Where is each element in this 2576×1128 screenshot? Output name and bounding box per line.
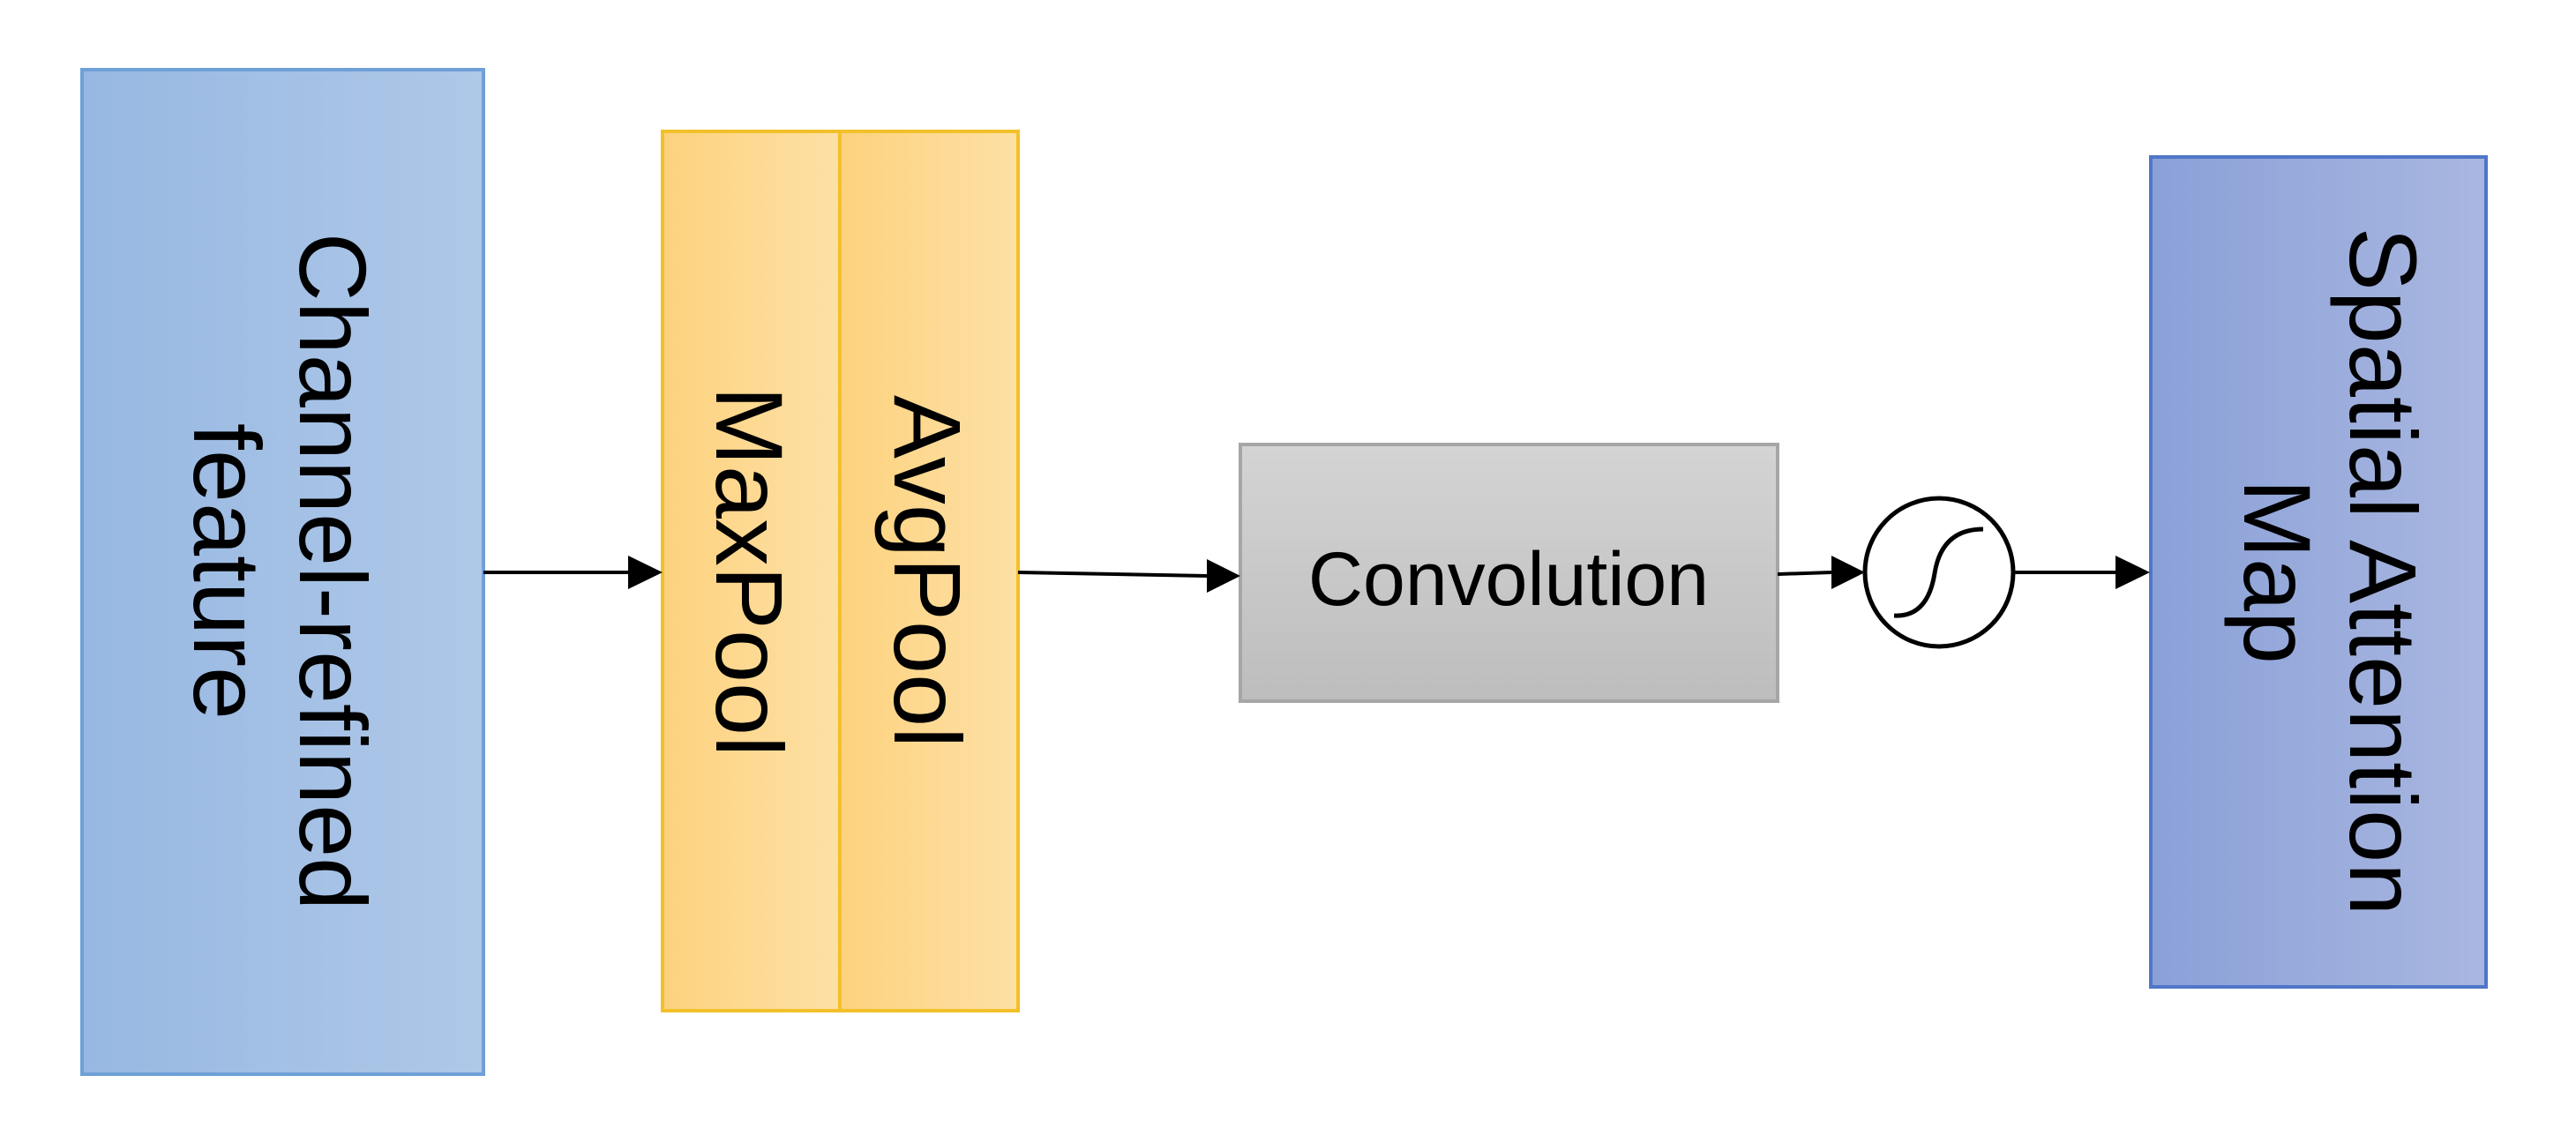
avgpool-node: AvgPool <box>838 130 1020 1012</box>
input-feature-node: Channel-refined feature <box>80 68 485 1076</box>
arrow-conv-to-sigmoid <box>1777 556 1865 589</box>
input-feature-label-line2: feature <box>174 423 281 720</box>
arrow-pool-to-conv <box>1017 559 1240 593</box>
avgpool-box <box>838 130 1020 1012</box>
convolution-box <box>1239 443 1779 703</box>
input-feature-label-line1: Channel-refined <box>280 233 386 911</box>
arrow-sigmoid-to-output <box>2013 556 2150 589</box>
arrow-input-to-pool <box>483 556 663 589</box>
maxpool-box <box>661 130 842 1012</box>
maxpool-label: MaxPool <box>696 386 803 757</box>
convolution-label: Convolution <box>1308 537 1709 622</box>
avgpool-label: AvgPool <box>874 395 981 748</box>
output-map-box <box>2149 155 2488 989</box>
output-map-label-line2: Map <box>2224 479 2331 664</box>
output-map-label-line1: Spatial Attention <box>2330 228 2437 916</box>
maxpool-node: MaxPool <box>661 130 842 1012</box>
convolution-node: Convolution <box>1239 443 1779 703</box>
sigmoid-icon <box>1862 496 2016 649</box>
output-map-node: Spatial Attention Map <box>2149 155 2488 989</box>
input-feature-box <box>80 68 485 1076</box>
